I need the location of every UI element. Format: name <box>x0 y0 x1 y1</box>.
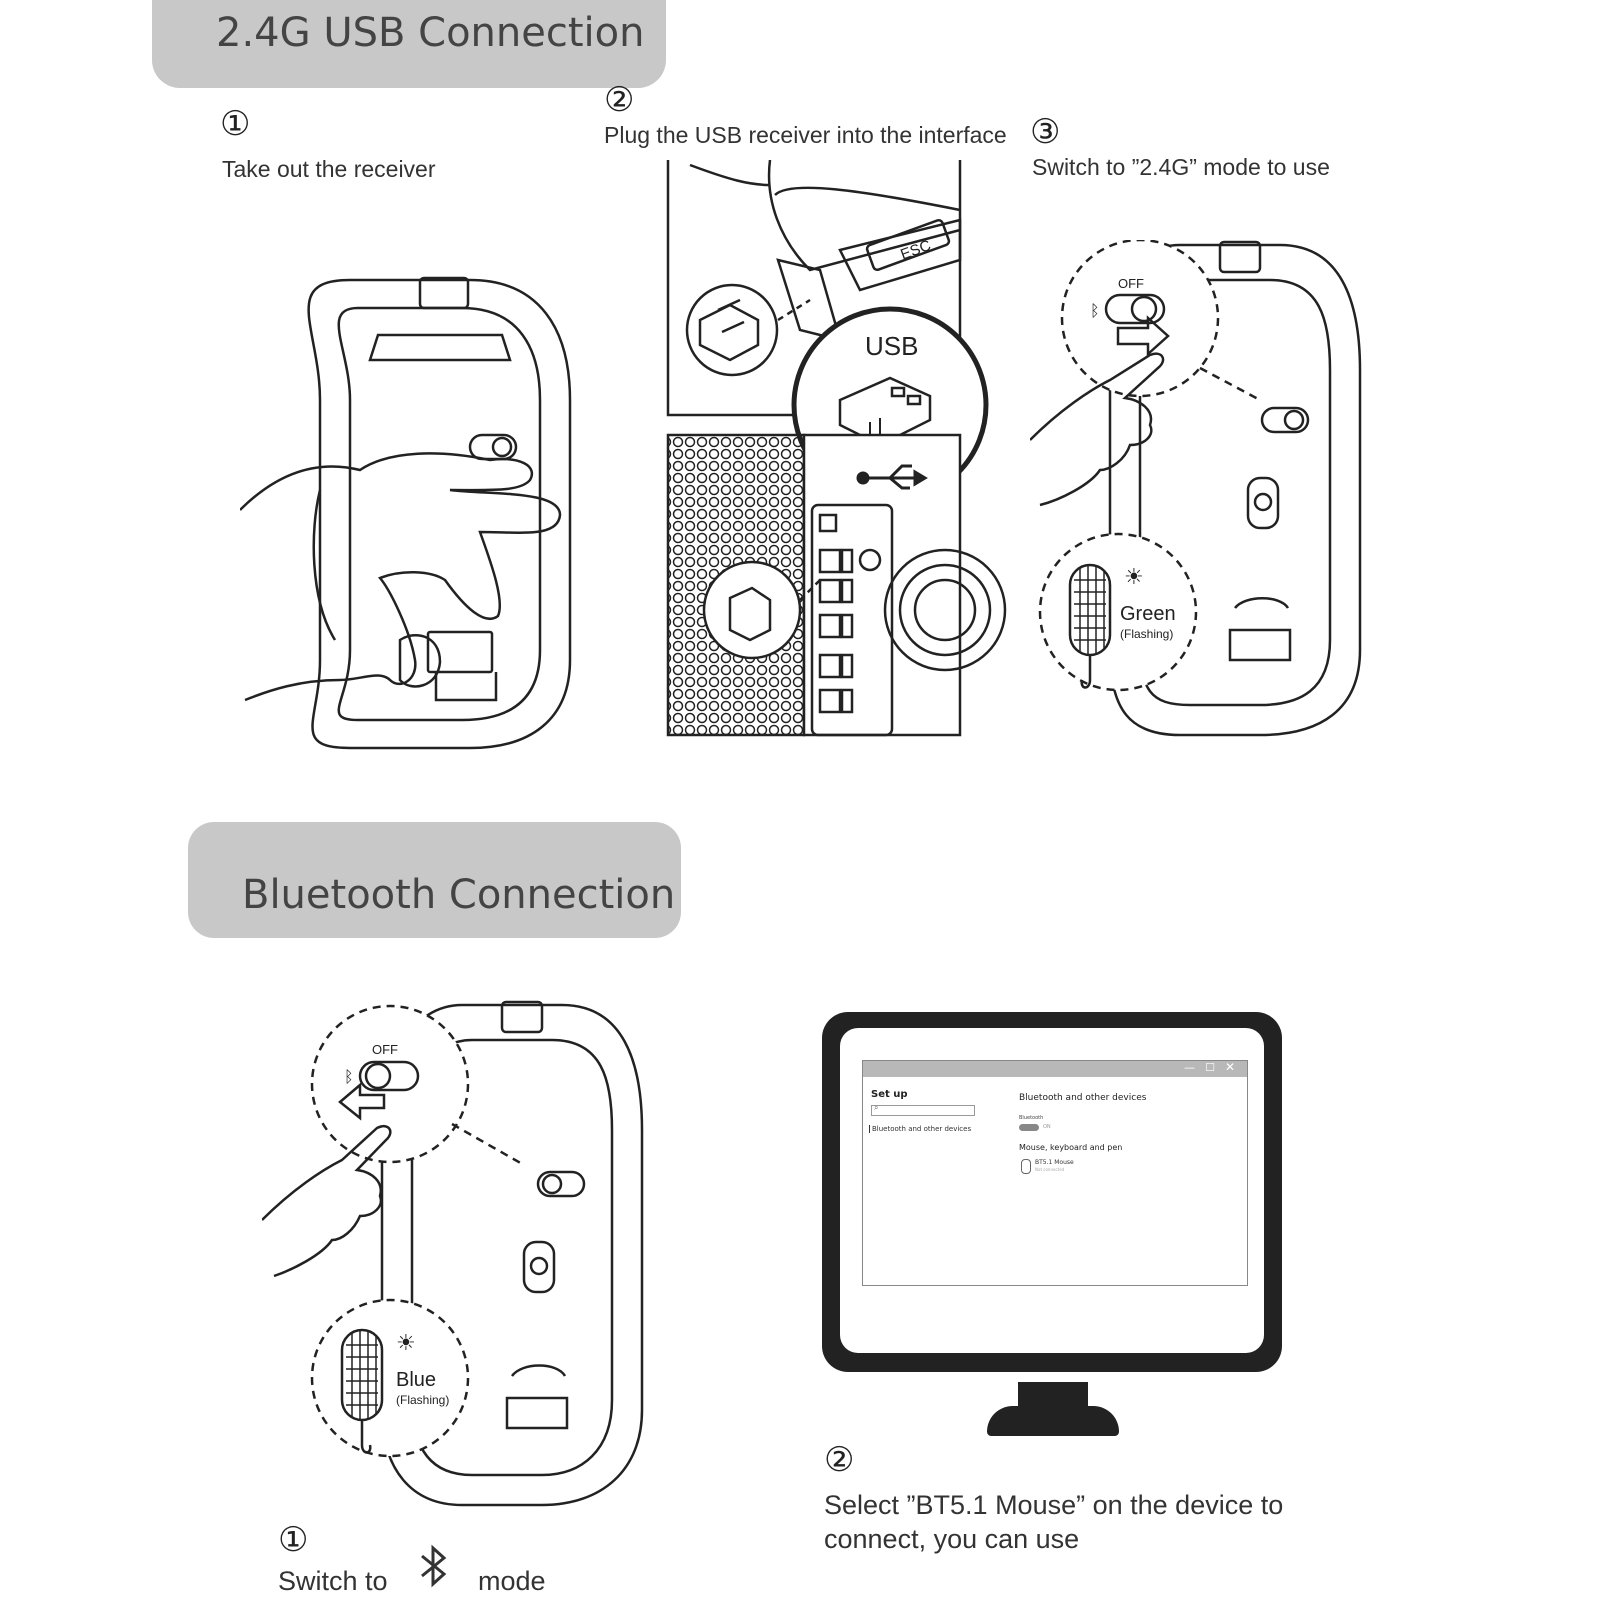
device-status: Not connected <box>1035 1167 1065 1172</box>
device-name[interactable]: BT5.1 Mouse <box>1035 1159 1074 1166</box>
bluetooth-toggle[interactable] <box>1019 1124 1039 1131</box>
bt-step-1-text-after: mode <box>478 1566 546 1596</box>
mouse-outline <box>307 278 572 750</box>
esc-key-label: ESC <box>898 237 933 264</box>
usb-section-header: 2.4G USB Connection <box>152 0 666 88</box>
bt-step-2-number: ② <box>824 1440 855 1480</box>
led-sun-icon: ☀ <box>1124 564 1144 589</box>
bluetooth-mini-icon: ᛒ <box>344 1069 354 1086</box>
usb-label: USB <box>865 331 918 361</box>
window-titlebar: — ☐ ✕ <box>863 1060 1247 1077</box>
setup-search-input[interactable]: ⌕ <box>871 1103 975 1116</box>
bt-step-1-text-before: Switch to <box>278 1566 388 1596</box>
group-title: Mouse, keyboard and pen <box>1019 1143 1123 1152</box>
led-state-label: (Flashing) <box>1120 627 1173 641</box>
bluetooth-label: Bluetooth <box>1019 1115 1044 1121</box>
led-color-label: Blue <box>396 1369 436 1391</box>
usb-symbol-icon <box>856 464 928 490</box>
sidebar-item-bluetooth[interactable]: Bluetooth and other devices <box>869 1125 971 1133</box>
step-3-number: ③ <box>1030 112 1061 152</box>
plug-receiver-illustration: USB ESC <box>666 160 1007 737</box>
minimize-icon[interactable]: — <box>1184 1061 1195 1074</box>
bluetooth-icon <box>421 1544 447 1588</box>
bt-section-header: Bluetooth Connection <box>188 822 681 938</box>
led-sun-icon: ☀ <box>396 1330 416 1355</box>
take-out-receiver-illustration <box>240 276 572 750</box>
search-icon: ⌕ <box>874 1103 879 1112</box>
step-1-number: ① <box>220 104 251 144</box>
bt-section-title: Bluetooth Connection <box>242 872 676 918</box>
step-2-text: Plug the USB receiver into the interface <box>604 122 1007 148</box>
led-state-label: (Flashing) <box>396 1393 449 1407</box>
usb-section-title: 2.4G USB Connection <box>216 10 645 56</box>
receiver-slot <box>426 630 494 674</box>
bluetooth-mini-icon: ᛒ <box>1090 303 1100 320</box>
bt-step-2-text: Select ”BT5.1 Mouse” on the device to co… <box>824 1490 1284 1554</box>
step-1-text: Take out the receiver <box>222 156 436 182</box>
main-title: Bluetooth and other devices <box>1019 1093 1147 1103</box>
led-color-label: Green <box>1120 603 1176 625</box>
step-3-text: Switch to ”2.4G” mode to use <box>1032 154 1330 180</box>
switch-off-label: OFF <box>1118 276 1144 291</box>
setup-title: Set up <box>871 1089 908 1100</box>
switch-bt-illustration: OFF ᛒ ☀ Blue (Flashing) <box>262 1000 644 1507</box>
monitor-base <box>987 1406 1119 1436</box>
settings-window: — ☐ ✕ Set up ⌕ Bluetooth and other devic… <box>862 1060 1248 1286</box>
switch-zoom-circle <box>1060 240 1220 398</box>
switch-off-label: OFF <box>372 1042 398 1057</box>
close-icon[interactable]: ✕ <box>1224 1060 1235 1074</box>
monitor-stand <box>1018 1382 1088 1408</box>
toggle-state: ON <box>1043 1124 1051 1130</box>
bt-step-1-number: ① <box>278 1520 309 1560</box>
maximize-icon[interactable]: ☐ <box>1205 1061 1215 1074</box>
step-2-number: ② <box>604 80 635 120</box>
mouse-device-icon <box>1021 1159 1031 1174</box>
monitor-illustration: — ☐ ✕ Set up ⌕ Bluetooth and other devic… <box>822 1012 1282 1442</box>
mode-switch-icon <box>536 1170 586 1198</box>
switch-24g-illustration: OFF ᛒ ☀ Green (Flashing) <box>1030 240 1362 737</box>
mode-switch-icon <box>1260 406 1310 434</box>
